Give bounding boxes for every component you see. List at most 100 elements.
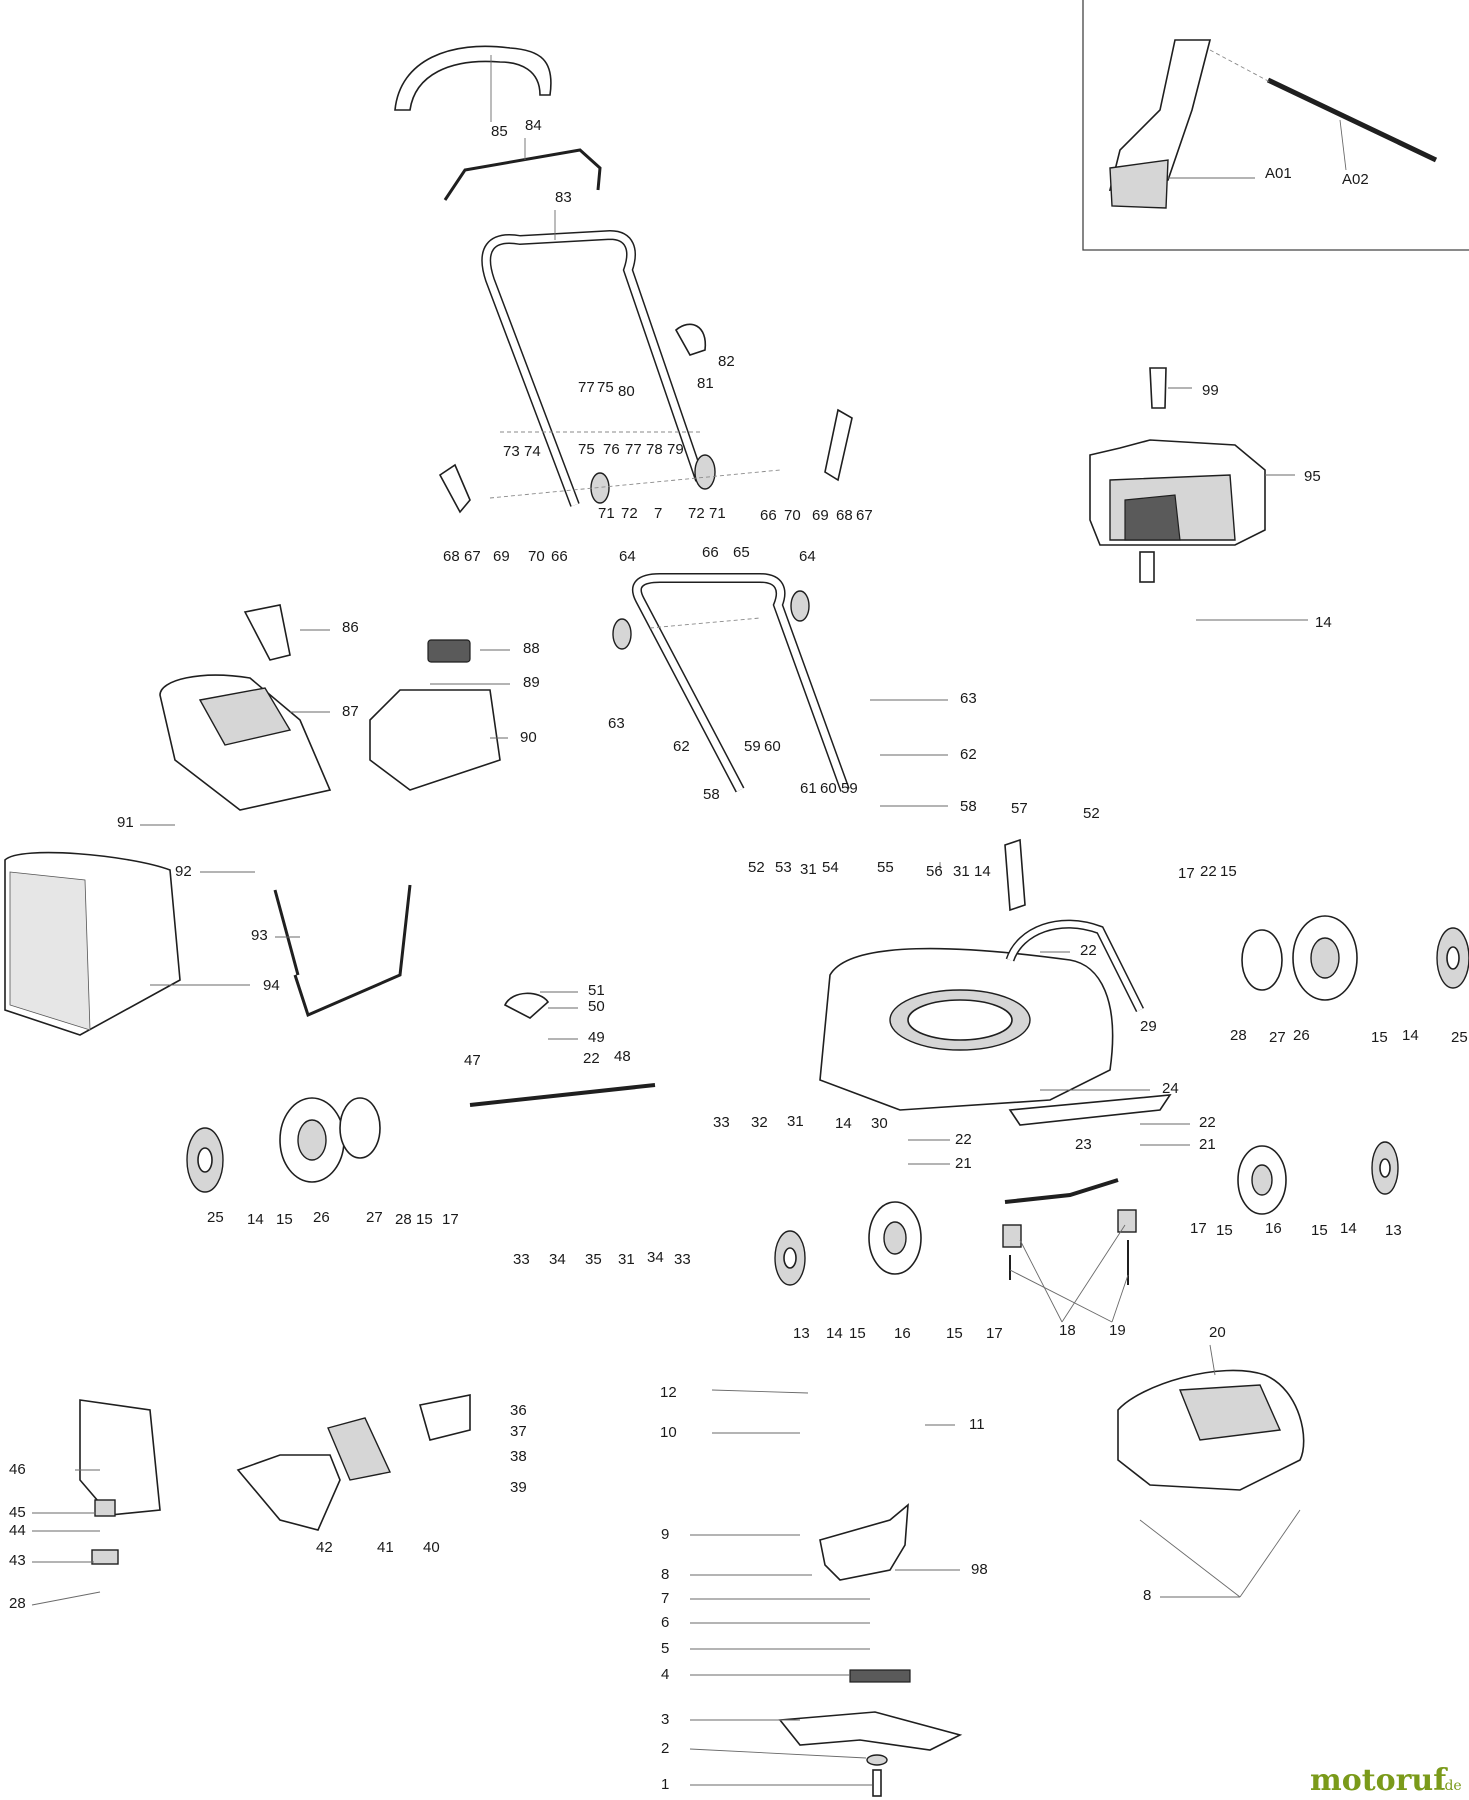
part-label-20: 20 [1209, 1324, 1226, 1341]
part-label-31b: 31 [800, 861, 817, 878]
part-label-88: 88 [523, 640, 540, 657]
part-label-69a: 69 [812, 507, 829, 524]
front-axle-23 [1002, 1178, 1137, 1285]
part-label-54: 54 [822, 859, 839, 876]
part-label-17b: 17 [442, 1211, 459, 1228]
part-label-18: 18 [1059, 1322, 1076, 1339]
wheel-26-left [279, 1097, 381, 1183]
part-label-75b: 75 [578, 441, 595, 458]
part-label-62b: 62 [960, 746, 977, 763]
part-label-2: 2 [661, 1740, 669, 1757]
part-label-31c: 31 [787, 1113, 804, 1130]
control-bar-84 [443, 138, 602, 201]
part-label-17a: 17 [1178, 865, 1195, 882]
brand-suffix: .de [1440, 1778, 1462, 1794]
part-label-26a: 26 [1293, 1027, 1310, 1044]
part-label-46: 46 [9, 1461, 26, 1478]
part-label-34a: 34 [549, 1251, 566, 1268]
part-label-22c: 22 [583, 1050, 600, 1067]
part-label-15g: 15 [849, 1325, 866, 1342]
part-label-29: 29 [1140, 1018, 1157, 1035]
part-label-61: 61 [800, 780, 817, 797]
part-label-17c: 17 [1190, 1220, 1207, 1237]
grass-bag-94 [4, 851, 181, 1036]
part-label-68b: 68 [443, 548, 460, 565]
wheel-25-right [1436, 927, 1469, 989]
part-label-72a: 72 [621, 505, 638, 522]
part-label-A02: A02 [1342, 171, 1369, 188]
part-label-22e: 22 [955, 1131, 972, 1148]
part-label-52b: 52 [748, 859, 765, 876]
part-label-59a: 59 [744, 738, 761, 755]
blade-assembly [778, 1503, 963, 1797]
part-label-84: 84 [525, 117, 542, 134]
part-label-99: 99 [1202, 382, 1219, 399]
part-label-80: 80 [618, 383, 635, 400]
part-label-57: 57 [1011, 800, 1028, 817]
wheel-13-right [1371, 1141, 1399, 1195]
part-label-16b: 16 [894, 1325, 911, 1342]
part-label-93: 93 [251, 927, 268, 944]
part-label-65: 65 [733, 544, 750, 561]
cover-90 [369, 639, 501, 791]
part-label-98: 98 [971, 1561, 988, 1578]
part-label-21a: 21 [1199, 1136, 1216, 1153]
discharge-parts-left [79, 1394, 471, 1565]
part-label-85: 85 [491, 123, 508, 140]
part-label-19: 19 [1109, 1322, 1126, 1339]
leader-lines [31, 629, 1301, 1786]
part-label-77a: 77 [578, 379, 595, 396]
part-label-70b: 70 [528, 548, 545, 565]
part-label-33a: 33 [713, 1114, 730, 1131]
part-label-A01: A01 [1265, 165, 1292, 182]
upper-handle-grip [394, 45, 552, 122]
part-label-45: 45 [9, 1504, 26, 1521]
part-label-14f: 14 [826, 1325, 843, 1342]
part-label-63b: 63 [608, 715, 625, 732]
part-label-70a: 70 [784, 507, 801, 524]
part-label-75a: 75 [597, 379, 614, 396]
part-label-28b: 28 [395, 1211, 412, 1228]
part-label-13b: 13 [793, 1325, 810, 1342]
part-label-14c: 14 [835, 1115, 852, 1132]
part-label-23: 23 [1075, 1136, 1092, 1153]
upper-handle-83 [481, 210, 705, 507]
part-label-74: 74 [524, 443, 541, 460]
part-label-15a: 15 [1220, 863, 1237, 880]
part-label-33c: 33 [674, 1251, 691, 1268]
part-label-71b: 71 [709, 505, 726, 522]
part-label-3: 3 [661, 1711, 669, 1728]
part-label-15d: 15 [416, 1211, 433, 1228]
part-label-21b: 21 [955, 1155, 972, 1172]
part-label-90: 90 [520, 729, 537, 746]
part-label-43: 43 [9, 1552, 26, 1569]
part-label-25a: 25 [1451, 1029, 1468, 1046]
part-label-11: 11 [969, 1416, 985, 1433]
part-label-31d: 31 [618, 1251, 635, 1268]
part-label-10: 10 [660, 1424, 677, 1441]
part-label-63a: 63 [960, 690, 977, 707]
part-label-48: 48 [614, 1048, 631, 1065]
part-label-66b: 66 [551, 548, 568, 565]
part-label-14d: 14 [247, 1211, 264, 1228]
part-label-60a: 60 [764, 738, 781, 755]
part-label-13a: 13 [1385, 1222, 1402, 1239]
part-label-67b: 67 [464, 548, 481, 565]
part-label-95: 95 [1304, 468, 1321, 485]
part-label-14a: 14 [974, 863, 991, 880]
part-label-34b: 34 [647, 1249, 664, 1266]
part-label-64a: 64 [619, 548, 636, 565]
wheel-25-left [186, 1127, 224, 1193]
part-label-14b: 14 [1402, 1027, 1419, 1044]
part-label-35: 35 [585, 1251, 602, 1268]
part-label-28a: 28 [1230, 1027, 1247, 1044]
part-label-9: 9 [661, 1526, 669, 1543]
part-label-22d: 22 [1199, 1114, 1216, 1131]
wheel-13-front [774, 1230, 806, 1286]
part-label-87: 87 [342, 703, 359, 720]
inset-frame [1082, 0, 1469, 251]
part-label-47: 47 [464, 1052, 481, 1069]
part-label-38: 38 [510, 1448, 527, 1465]
lower-handle-65 [612, 573, 850, 793]
part-label-51: 51 [588, 982, 605, 999]
